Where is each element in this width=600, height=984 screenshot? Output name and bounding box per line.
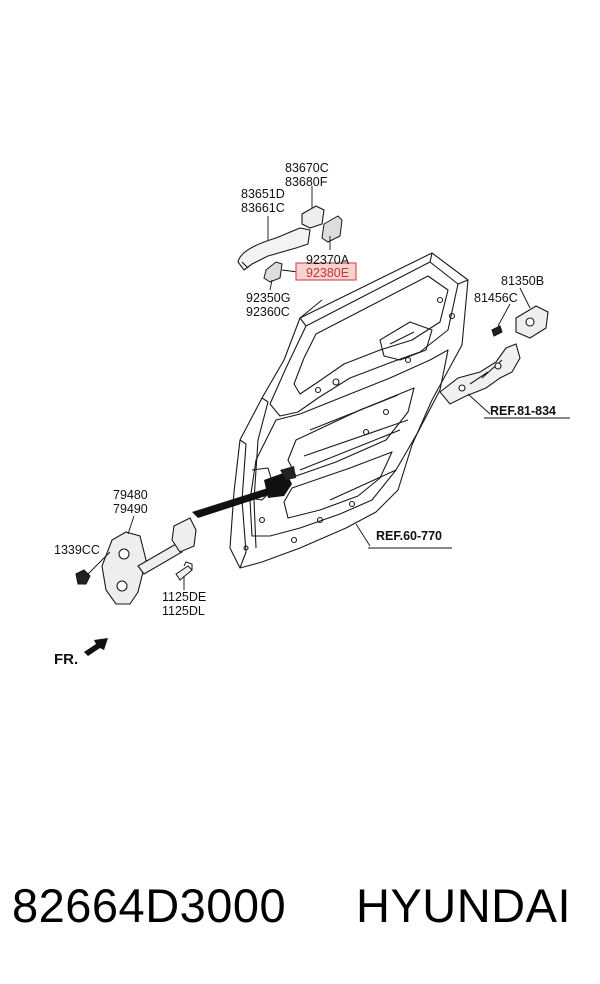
label-83670C[interactable]: 83670C bbox=[285, 161, 329, 175]
nut-1339CC bbox=[75, 569, 91, 585]
outside-handle bbox=[237, 227, 311, 271]
label-79480[interactable]: 79480 bbox=[113, 488, 148, 502]
label-ref-60-770[interactable]: REF.60-770 bbox=[376, 529, 442, 543]
bolt-1125DE bbox=[175, 561, 193, 581]
label-83661C[interactable]: 83661C bbox=[241, 201, 285, 215]
label-92380E[interactable]: 92380E bbox=[306, 266, 349, 280]
label-92350G[interactable]: 92350G bbox=[246, 291, 290, 305]
label-81456C[interactable]: 81456C bbox=[474, 291, 518, 305]
latch-assembly bbox=[439, 343, 521, 405]
bolt-81456C bbox=[491, 325, 503, 337]
label-1125DE[interactable]: 1125DE bbox=[162, 590, 206, 604]
leader-lines bbox=[87, 186, 570, 590]
label-ref-81-834[interactable]: REF.81-834 bbox=[490, 404, 556, 418]
label-92360C[interactable]: 92360C bbox=[246, 305, 290, 319]
striker-81350B bbox=[515, 305, 549, 339]
handle-cover-83670C bbox=[301, 205, 325, 229]
label-81350B[interactable]: 81350B bbox=[501, 274, 544, 288]
gasket-92350G bbox=[263, 261, 283, 283]
highlight-box bbox=[295, 262, 357, 281]
gasket-92370A bbox=[321, 215, 343, 243]
label-1125DL[interactable]: 1125DL bbox=[162, 604, 205, 618]
front-arrow-icon bbox=[84, 638, 108, 656]
brand-name: HYUNDAI bbox=[356, 879, 572, 932]
part-labels: 83670C 83680F 83651D 83661C 92370A 92380… bbox=[54, 161, 556, 668]
door-checker bbox=[101, 517, 197, 605]
door-check-connector bbox=[192, 466, 296, 518]
label-92370A[interactable]: 92370A bbox=[306, 253, 350, 267]
label-79490[interactable]: 79490 bbox=[113, 502, 148, 516]
label-83651D[interactable]: 83651D bbox=[241, 187, 285, 201]
part-number: 82664D3000 bbox=[12, 879, 287, 932]
label-front: FR. bbox=[54, 651, 78, 668]
label-83680F[interactable]: 83680F bbox=[285, 175, 328, 189]
label-1339CC[interactable]: 1339CC bbox=[54, 543, 100, 557]
